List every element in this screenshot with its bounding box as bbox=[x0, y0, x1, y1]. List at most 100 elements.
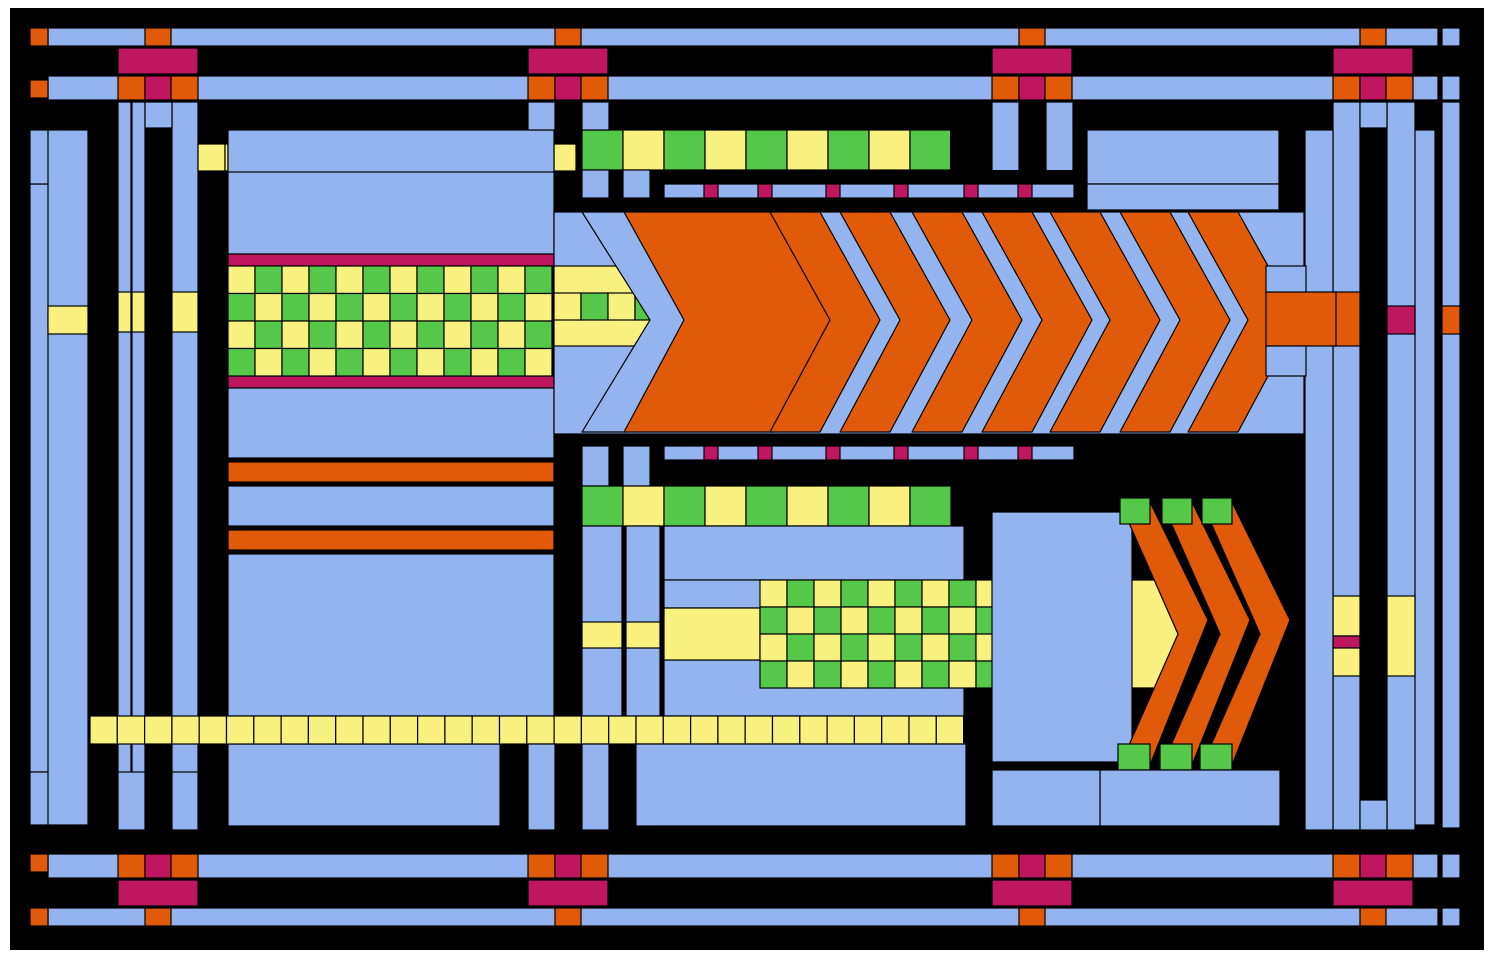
bottom-post bbox=[171, 771, 199, 831]
post-square bbox=[991, 75, 1020, 101]
magenta-dot bbox=[1017, 183, 1033, 199]
lower-checker-tile bbox=[840, 606, 869, 635]
post-square bbox=[117, 853, 146, 879]
magenta-dot bbox=[1017, 445, 1033, 461]
lower-checker-tile bbox=[813, 633, 842, 662]
post-square bbox=[1359, 853, 1387, 879]
post-cap bbox=[144, 27, 172, 47]
checker-tile bbox=[443, 347, 472, 377]
right-post bbox=[1386, 101, 1416, 831]
post-square bbox=[580, 75, 609, 101]
mid-post bbox=[991, 101, 1020, 173]
left-magenta-bar bbox=[227, 253, 555, 267]
mid-lower-column bbox=[581, 525, 623, 717]
lower-checker-tile bbox=[868, 485, 911, 527]
lower-checker-tile bbox=[867, 606, 896, 635]
bottom-yellow-tile bbox=[526, 715, 555, 745]
right-outer-column bbox=[1441, 101, 1461, 829]
mid-post bbox=[1045, 101, 1074, 173]
right-post-orange bbox=[1332, 291, 1361, 347]
lower-checker-tile bbox=[759, 579, 788, 608]
upper-checker-tile bbox=[663, 129, 706, 171]
right-inner-column bbox=[1304, 129, 1334, 831]
post-square bbox=[1332, 75, 1361, 101]
bottom-yellow-tile bbox=[935, 715, 965, 745]
lower-arrow-shaft bbox=[663, 607, 761, 661]
bottom-yellow-tile bbox=[280, 715, 310, 745]
post-cap bbox=[1359, 27, 1387, 47]
post-square bbox=[527, 853, 556, 879]
dot-band bbox=[663, 183, 1075, 199]
upper-checker-tile bbox=[704, 129, 747, 171]
checker-tile bbox=[362, 292, 391, 322]
post-square bbox=[117, 75, 146, 101]
arrow-shaft-tile bbox=[553, 292, 582, 321]
checker-tile bbox=[227, 347, 256, 377]
checker-tile bbox=[227, 292, 256, 322]
lower-checker-tile bbox=[867, 579, 896, 608]
checker-tile bbox=[470, 320, 499, 350]
mid-square bbox=[581, 169, 610, 199]
checker-tile bbox=[335, 265, 364, 295]
bottom-yellow-tile bbox=[553, 715, 582, 745]
right-post bbox=[1332, 101, 1361, 831]
border-stripe bbox=[47, 27, 1439, 47]
checker-tile bbox=[443, 320, 472, 350]
post-square bbox=[1018, 75, 1046, 101]
dot-band bbox=[663, 445, 1075, 461]
checker-tile bbox=[362, 347, 391, 377]
lower-checker-tile bbox=[921, 579, 950, 608]
post-square bbox=[1359, 75, 1387, 101]
bottom-yellow-tile bbox=[908, 715, 937, 745]
bottom-yellow-tile bbox=[608, 715, 637, 745]
magenta-dot bbox=[757, 183, 773, 199]
border-stripe bbox=[47, 907, 1439, 927]
left-side-column bbox=[29, 771, 49, 826]
post-block bbox=[117, 879, 199, 907]
bottom-yellow-tile bbox=[744, 715, 774, 745]
bottom-yellow-tile bbox=[144, 715, 173, 745]
checker-tile bbox=[254, 265, 283, 295]
post-square bbox=[170, 853, 199, 879]
right-outer-orange bbox=[1441, 305, 1461, 335]
bottom-yellow-tile bbox=[799, 715, 828, 745]
bottom-mid-panel bbox=[635, 743, 967, 827]
right-post-top bbox=[1359, 101, 1388, 129]
bottom-yellow-tile bbox=[580, 715, 610, 745]
upper-checker-tile bbox=[868, 129, 911, 171]
post-cap bbox=[144, 907, 172, 927]
bottom-post bbox=[117, 771, 146, 831]
lower-checker-tile bbox=[813, 606, 842, 635]
upper-checker-tile bbox=[786, 129, 829, 171]
bottom-yellow-tile bbox=[689, 715, 719, 745]
magenta-dot bbox=[825, 183, 841, 199]
lower-checker-tile bbox=[622, 485, 665, 527]
border-stripe-end bbox=[1441, 27, 1461, 47]
small-green-tile bbox=[1201, 497, 1233, 525]
left-orange-bar bbox=[227, 461, 555, 483]
magenta-dot bbox=[893, 183, 909, 199]
small-green-tile bbox=[1199, 743, 1233, 771]
post-square bbox=[1385, 75, 1414, 101]
checker-tile bbox=[524, 347, 553, 377]
upper-checker-tile bbox=[827, 129, 870, 171]
checker-tile bbox=[308, 265, 337, 295]
lower-checker-tile bbox=[786, 660, 815, 689]
magenta-dot bbox=[757, 445, 773, 461]
orange-chevron bbox=[839, 211, 951, 433]
checker-tile bbox=[524, 320, 553, 350]
checker-tile bbox=[227, 320, 256, 350]
post-square bbox=[527, 75, 556, 101]
bottom-yellow-tile bbox=[335, 715, 364, 745]
post-block bbox=[527, 879, 609, 907]
lower-checker-tile bbox=[948, 606, 977, 635]
lower-checker-tile bbox=[921, 606, 950, 635]
checker-tile bbox=[335, 347, 364, 377]
checker-tile bbox=[335, 320, 364, 350]
lower-checker-tile bbox=[813, 579, 842, 608]
bottom-yellow-tile bbox=[444, 715, 473, 745]
post-block bbox=[527, 47, 609, 75]
checker-tile bbox=[389, 320, 418, 350]
checker-tile bbox=[254, 347, 283, 377]
post-square bbox=[554, 75, 582, 101]
